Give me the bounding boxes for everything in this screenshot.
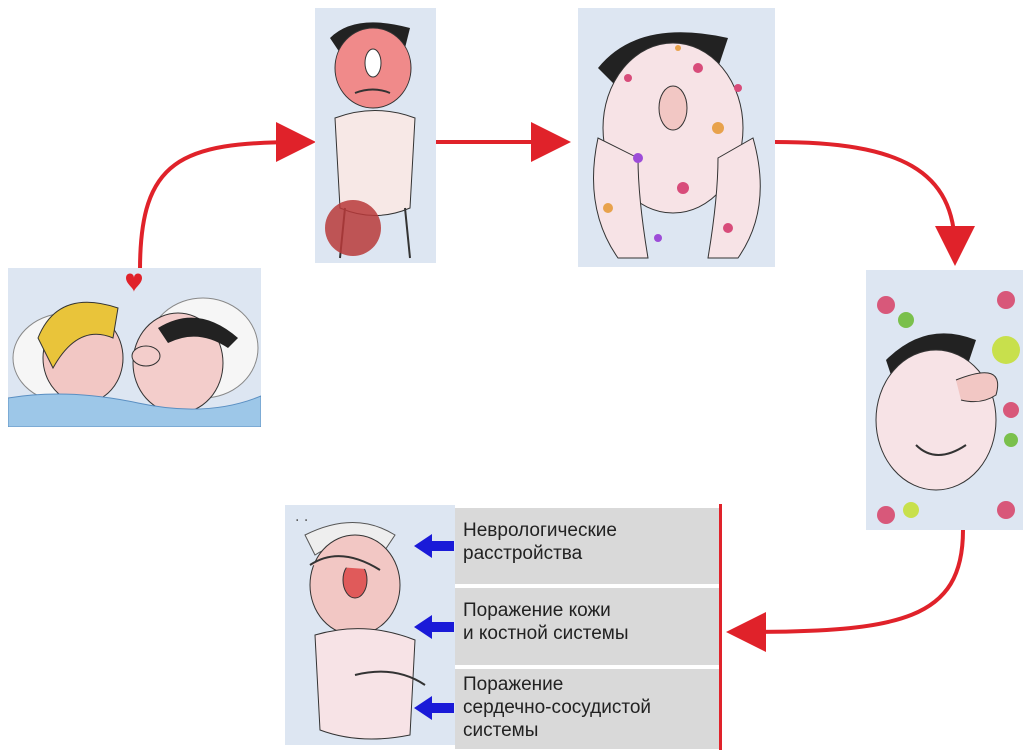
panel-ulcer (315, 8, 436, 263)
consequence-divider-line (719, 504, 722, 750)
consequence-neurological: Неврологические расстройства (455, 508, 719, 584)
pointer-arrow-3 (414, 696, 454, 720)
panel-latent (866, 270, 1023, 530)
pointer-arrow-2 (414, 615, 454, 639)
consequence-line: и костной системы (463, 622, 711, 645)
arrow-kiss-to-ulcer (140, 142, 300, 270)
man-with-sore-illustration (315, 8, 436, 263)
panel-kiss (8, 268, 261, 427)
panel-rash (578, 8, 775, 267)
man-smelling-flowers-illustration (866, 270, 1023, 530)
consequence-line: Неврологические (463, 519, 711, 542)
couple-kissing-illustration (8, 268, 261, 427)
consequence-line: расстройства (463, 542, 711, 565)
arrow-latent-to-late (742, 530, 963, 632)
consequence-line: Поражение (463, 673, 711, 696)
consequence-skin-bone: Поражение кожи и костной системы (455, 588, 719, 665)
consequence-line: Поражение кожи (463, 599, 711, 622)
pointer-arrows (412, 530, 456, 720)
svg-text:· ·: · · (295, 513, 308, 529)
consequence-cardiovascular: Поражение сердечно-сосудистой системы (455, 669, 719, 749)
pointer-arrow-1 (414, 534, 454, 558)
consequence-line: системы (463, 719, 711, 742)
consequence-line: сердечно-сосудистой (463, 696, 711, 719)
arrow-rash-to-latent (775, 142, 955, 250)
rash-illustration (578, 8, 775, 267)
